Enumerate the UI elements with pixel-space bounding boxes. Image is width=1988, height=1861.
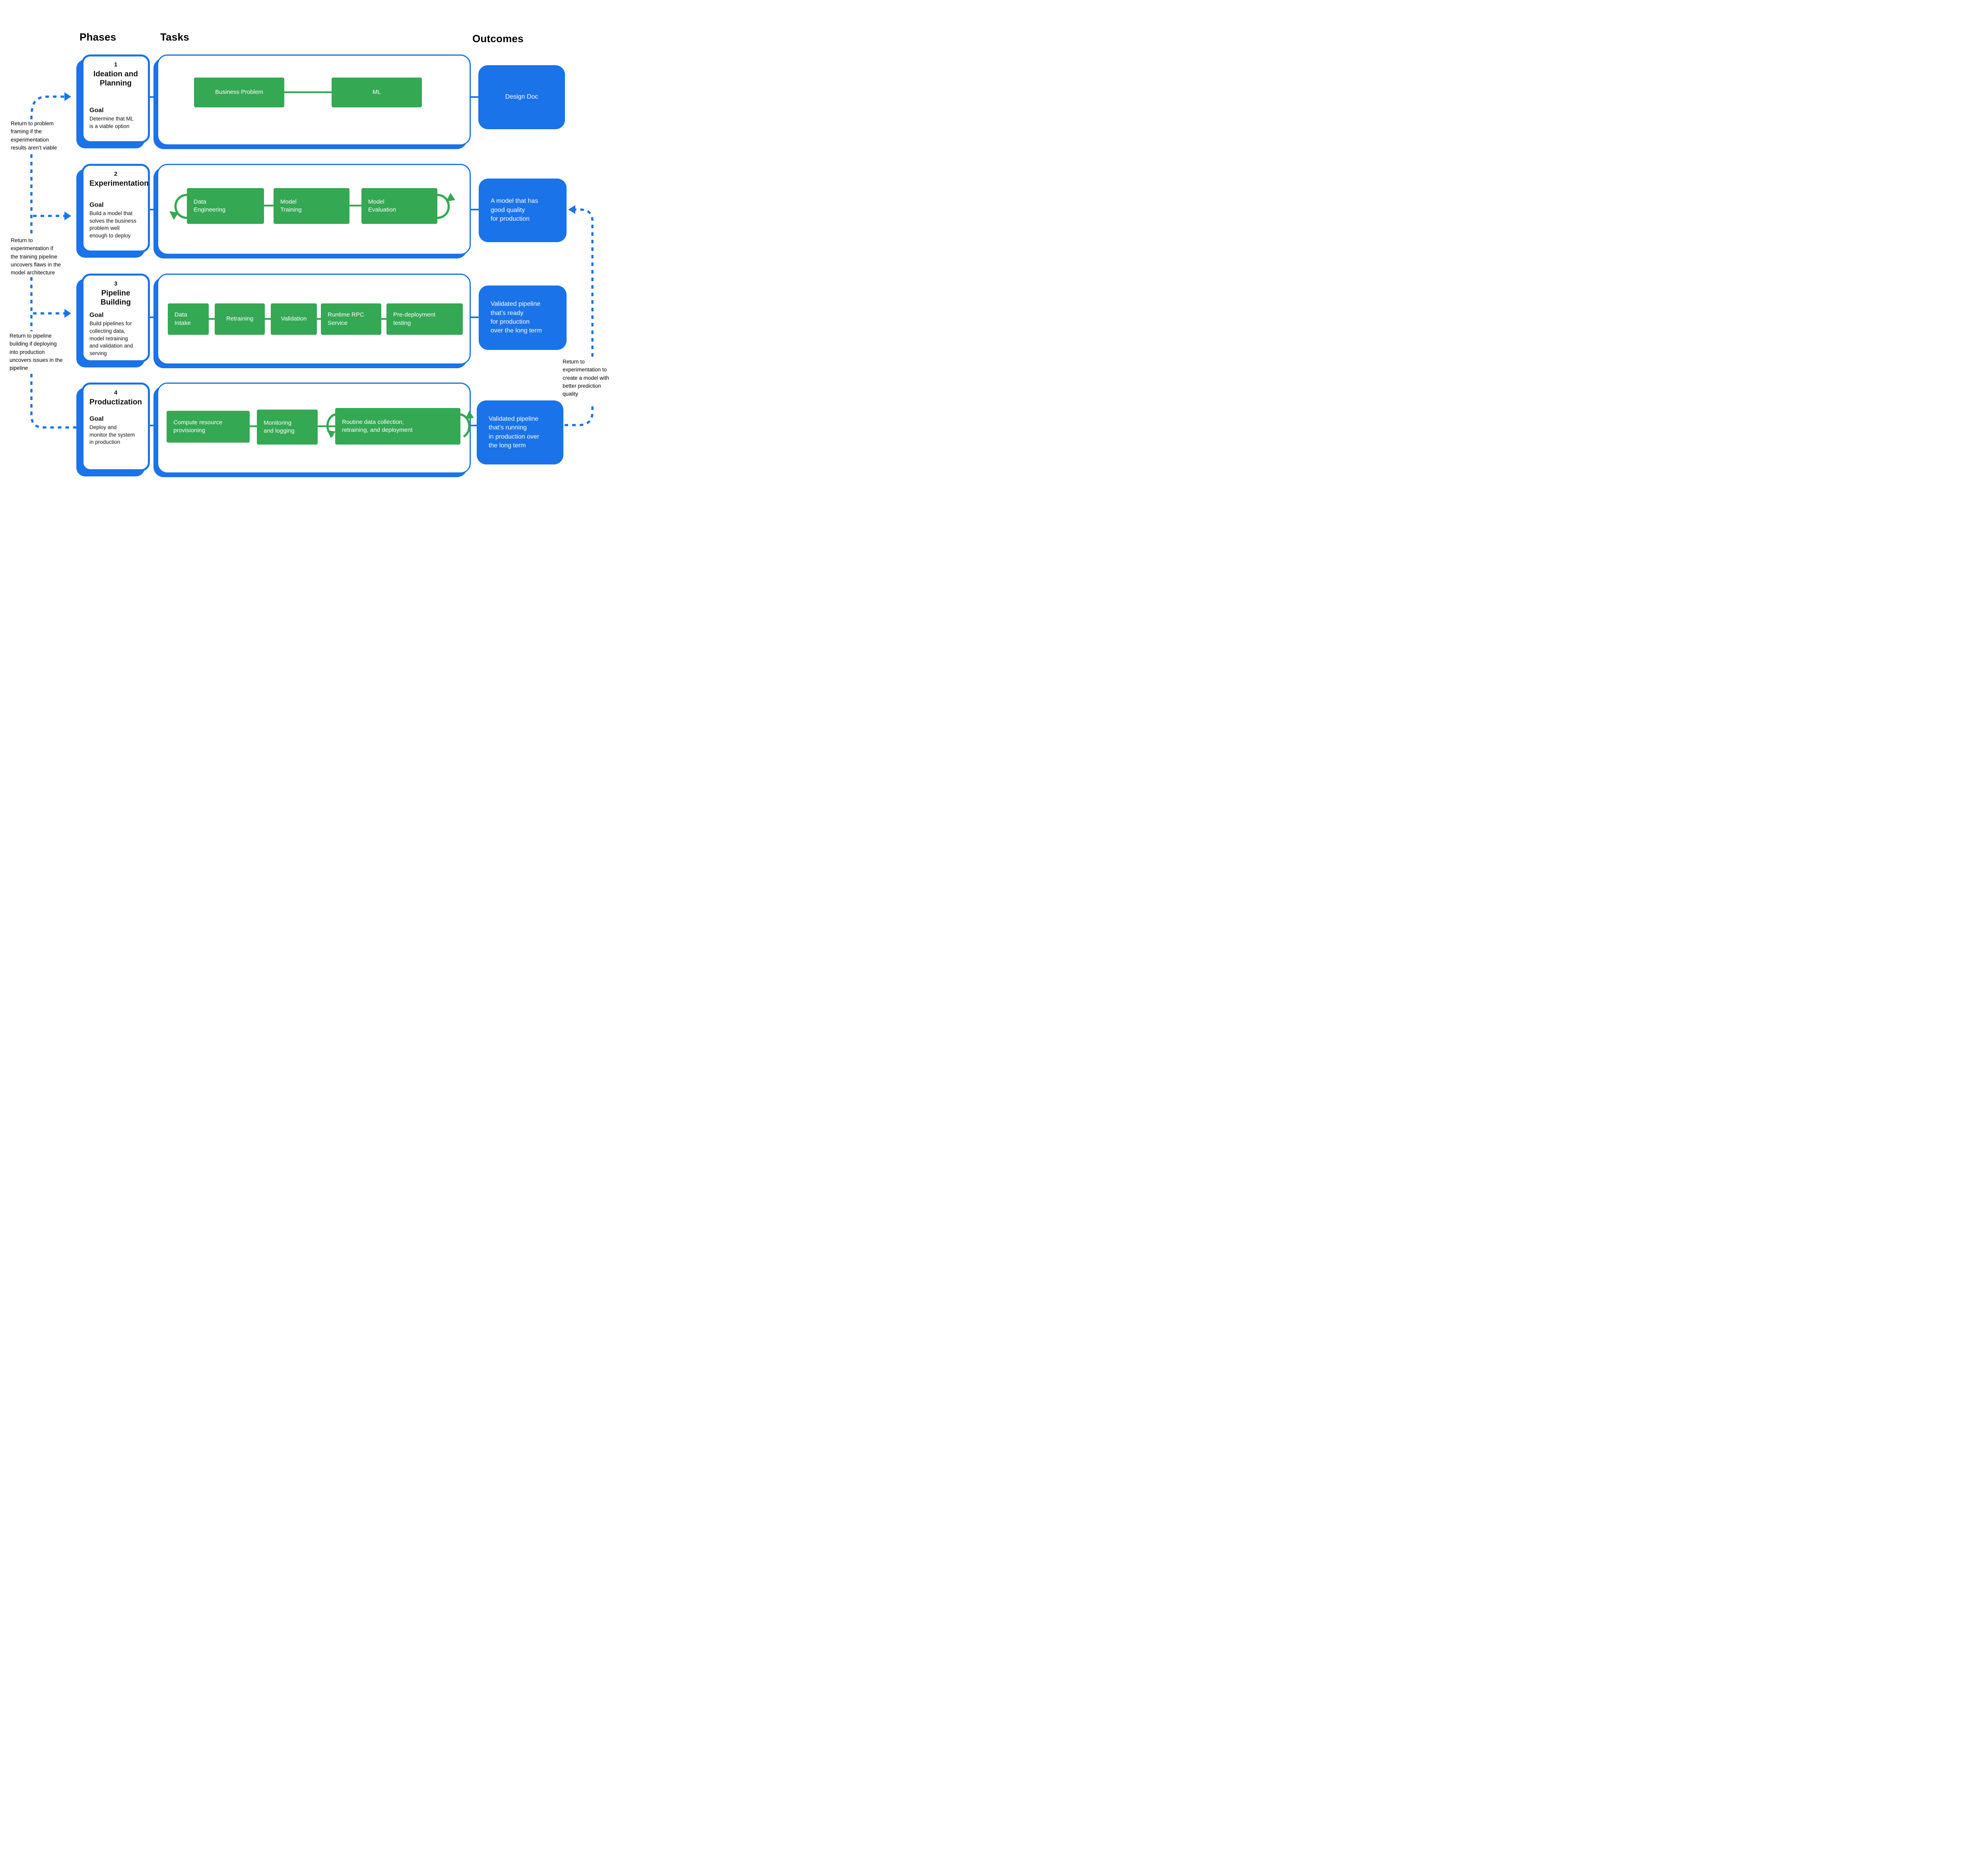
phase-card-productization: 4 Productization Goal Deploy and monitor… — [82, 383, 150, 471]
task-ml: ML — [332, 78, 422, 107]
mlops-phases-diagram: Phases Tasks Outcomes — [0, 0, 623, 514]
task-monitoring-and-logging: Monitoring and logging — [257, 410, 318, 445]
phases-column-header: Phases — [80, 31, 116, 43]
outcome-model-good-quality: A model that has good quality for produc… — [479, 179, 567, 242]
phase-title: Pipeline Building — [101, 289, 131, 307]
phase-title: Experimentation — [89, 179, 149, 188]
outcomes-column-header: Outcomes — [472, 33, 524, 45]
task-validation: Validation — [271, 303, 317, 335]
note-return-to-experimentation-quality: Return to experimentation to create a mo… — [563, 359, 610, 397]
task-data-intake: Data Intake — [168, 303, 209, 335]
outcome-validated-pipeline-ready: Validated pipeline that’s ready for prod… — [479, 286, 567, 350]
phase-title: Productization — [89, 398, 142, 406]
phase-card-ideation-planning: 1 Ideation and Planning Goal Determine t… — [82, 54, 150, 143]
phase-number: 2 — [114, 171, 118, 177]
task-runtime-rpc-service: Runtime RPC Service — [321, 303, 381, 335]
task-business-problem: Business Problem — [194, 78, 284, 107]
task-model-training: Model Training — [274, 188, 349, 224]
phase-title: Ideation and Planning — [93, 70, 138, 88]
goal-label: Goal — [89, 416, 104, 423]
goal-label: Goal — [89, 107, 104, 114]
goal-text: Determine that ML is a viable option — [89, 116, 134, 129]
phase-card-experimentation: 2 Experimentation Goal Build a model tha… — [82, 164, 150, 253]
tasks-column-header: Tasks — [160, 31, 189, 43]
note-return-to-pipeline-building: Return to pipeline building if deploying… — [10, 333, 63, 371]
phase-number: 3 — [114, 280, 118, 287]
note-return-to-problem-framing: Return to problem framing if the experim… — [11, 120, 57, 151]
goal-label: Goal — [89, 202, 104, 209]
outcome-design-doc: Design Doc — [478, 65, 565, 129]
connector-overlay — [30, 91, 594, 438]
phase-card-pipeline-building: 3 Pipeline Building Goal Build pipelines… — [82, 274, 150, 362]
task-retraining: Retraining — [215, 303, 265, 335]
note-return-to-experimentation: Return to experimentation if the trainin… — [11, 237, 61, 276]
goal-text: Deploy and monitor the system in product… — [89, 424, 135, 445]
phase-number: 4 — [114, 389, 118, 396]
phase-number: 1 — [114, 61, 118, 68]
goal-text: Build a model that solves the business p… — [89, 210, 136, 239]
goal-label: Goal — [89, 312, 104, 319]
outcome-validated-pipeline-running: Validated pipeline that’s running in pro… — [477, 400, 563, 464]
task-model-evaluation: Model Evaluation — [361, 188, 437, 224]
goal-text: Build pipelines for collecting data, mod… — [89, 321, 133, 356]
task-compute-resource-provisioning: Compute resource provisioning — [167, 411, 250, 443]
task-pre-deployment-testing: Pre-deployment testing — [386, 303, 463, 335]
task-routine-data-collection: Routine data collection, retraining, and… — [335, 408, 460, 445]
task-data-engineering: Data Engineering — [187, 188, 264, 224]
